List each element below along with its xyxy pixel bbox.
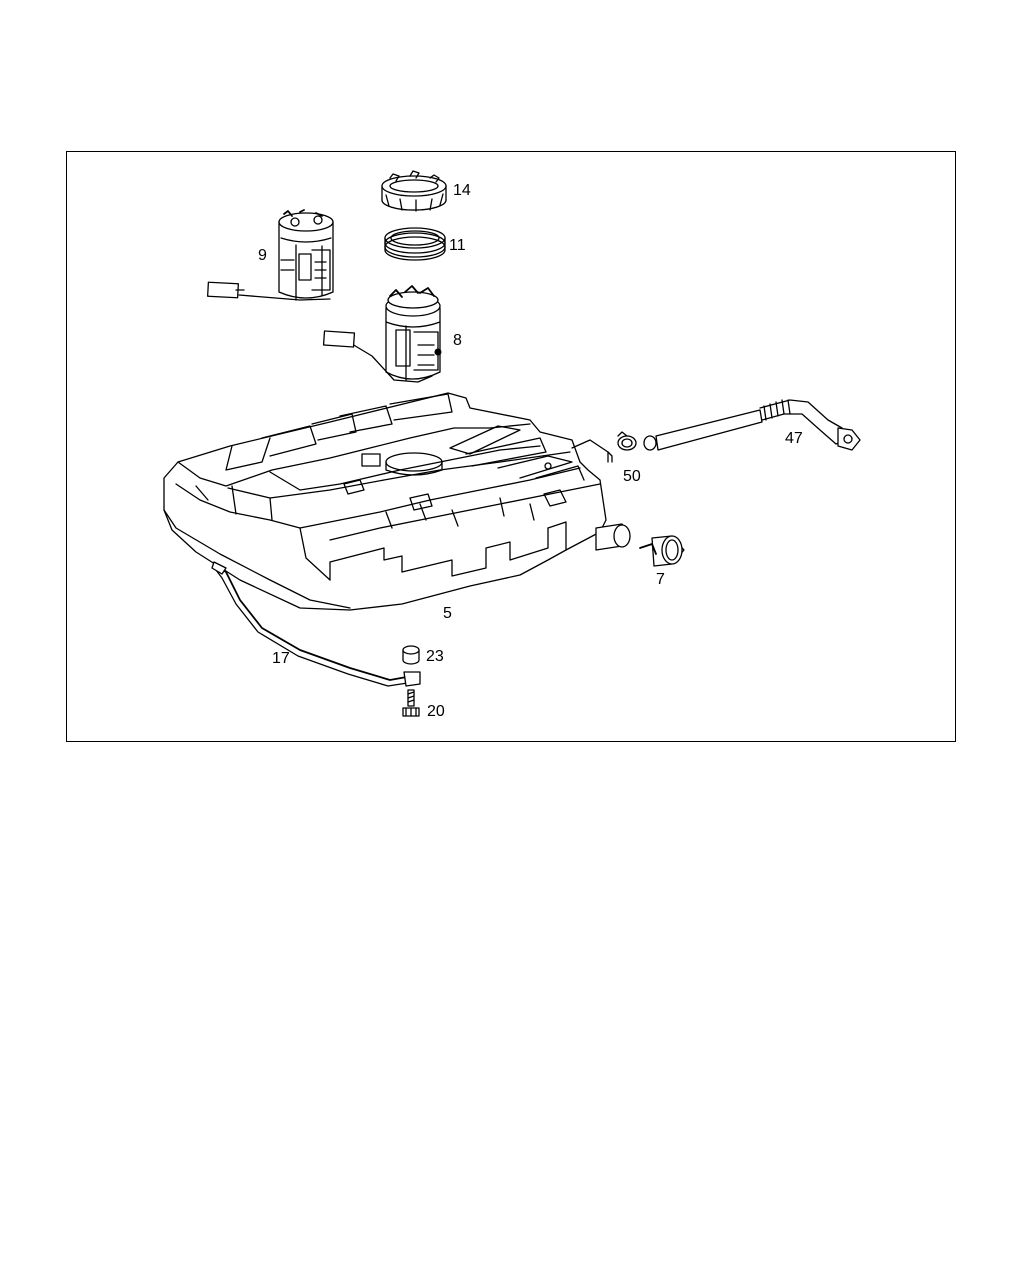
callout-20: 20 [427,703,445,720]
fuel-pump-part-8 [322,285,442,383]
vent-line-part-47 [643,399,861,451]
callout-47: 47 [785,430,803,447]
callout-9: 9 [258,247,267,264]
seal-ring-part-11 [384,227,446,261]
callout-5: 5 [443,605,452,622]
callout-8: 8 [453,332,462,349]
callout-7: 7 [656,571,665,588]
leader-line-part-50 [607,451,613,463]
callout-23: 23 [426,648,444,665]
clamp-ring-part-7 [639,535,685,567]
callout-17: 17 [272,650,290,667]
rubber-buffer-part-23 [402,645,420,665]
callout-11: 11 [449,237,466,254]
tank-strap-part-17 [211,561,421,687]
lock-ring-part-14 [381,170,447,212]
hose-clamp-part-50 [617,431,637,451]
callout-14: 14 [453,182,471,199]
bolt-part-20 [402,689,420,717]
callout-50: 50 [623,468,641,485]
fuel-pump-part-9 [207,209,334,301]
fuel-tank-part-5 [163,392,631,611]
